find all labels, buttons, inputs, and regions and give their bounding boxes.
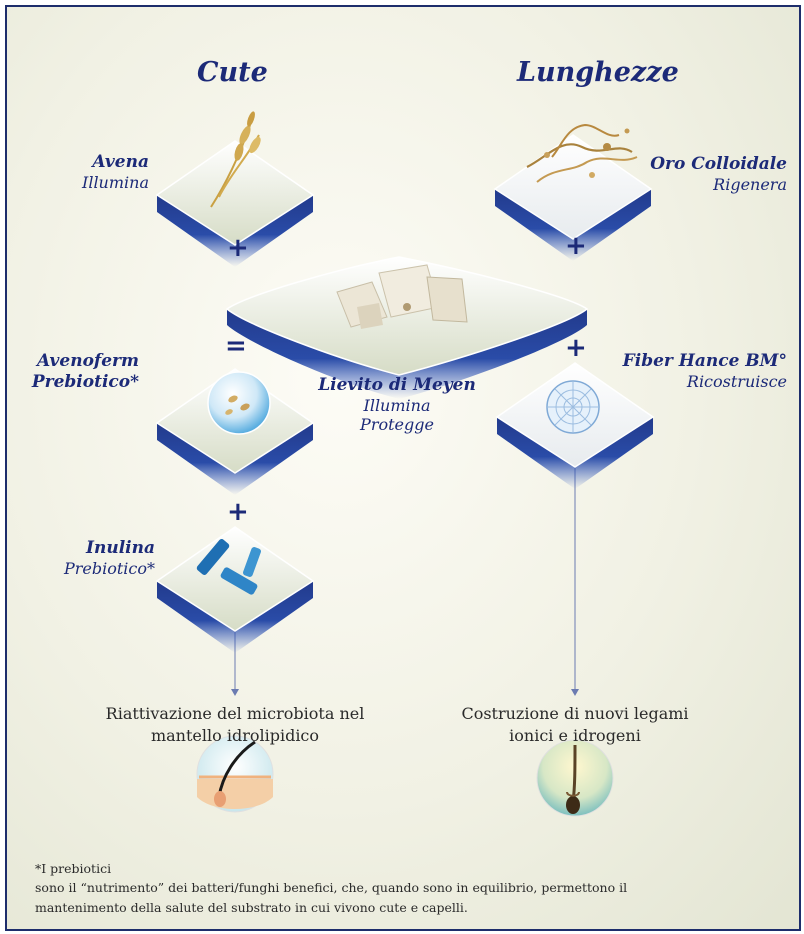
avenoferm-tile [155,368,315,495]
fiber-sphere-icon [546,380,600,434]
footnote-title: *I prebiotici [35,861,112,876]
avena-tile [155,111,315,267]
avenoferm-name-1: Avenoferm [37,351,139,371]
plus-sign-2: + [565,231,587,261]
result-left-line-1: Riattivazione del microbiota nel [105,704,365,723]
result-left-line-2: mantello idrolipidico [150,726,320,746]
oro-tile [493,123,653,261]
lievito-name: Lievito di Meyen [318,375,476,395]
plus-sign-4: + [227,497,249,527]
diagram-graphics [155,111,655,817]
lievito-effect-2: Protegge [360,415,434,435]
result-left: Riattivazione del microbiota nel mantell… [85,703,385,748]
result-right: Costruzione di nuovi legami ionici e idr… [425,703,725,748]
oro-name: Oro Colloidale [650,154,787,174]
fiber-name: Fiber Hance BM° [622,351,787,371]
avena-effect: Illumina [82,172,149,192]
inulina-name: Inulina [86,538,155,558]
lievito-effect-1: Illumina [363,395,431,415]
inulina-tile [155,526,315,653]
diagram-frame: Cute Lunghezze Avena Illumina Oro Colloi… [5,5,801,931]
fiber-tile [495,362,655,489]
inulin-crystals-icon [196,539,261,595]
footnote-line-2: mantenimento della salute del substrato … [35,899,468,915]
avena-label: Avena Illumina [27,152,149,192]
yeast-blocks-icon [336,264,468,329]
inulina-effect: Prebiotico* [63,558,155,578]
oro-effect: Rigenera [713,174,787,194]
skin-hair-icon [196,735,274,813]
footnote-line-1: sono il “nutrimento” dei batteri/funghi … [35,880,628,896]
avenoferm-name-2: Prebiotico* [31,371,139,392]
fiber-effect: Ricostruisce [686,371,787,391]
result-right-line-1: Costruzione di nuovi legami [461,704,689,723]
result-right-line-2: ionici e idrogeni [509,726,641,746]
column-title-lunghezze: Lunghezze [517,57,679,88]
lievito-label: Lievito di Meyen Illumina Protegge [307,375,487,435]
footnote: *I prebiotici sono il “nutrimento” dei b… [35,859,627,917]
oro-label: Oro Colloidale Rigenera [607,154,787,194]
plus-sign-1: + [227,233,249,263]
fiber-label: Fiber Hance BM° Ricostruisce [597,351,787,391]
oat-icon [210,111,261,208]
equals-sign: = [225,331,247,361]
avenoferm-label: Avenoferm Prebiotico* [27,351,139,392]
hair-root-icon [536,739,614,817]
plus-sign-3: + [565,333,587,363]
avena-name: Avena [92,152,149,172]
lievito-tile [225,256,589,399]
inulina-label: Inulina Prebiotico* [27,538,155,578]
gold-flakes-icon [526,123,638,183]
column-title-cute: Cute [197,57,268,88]
bubble-icon [207,371,271,435]
